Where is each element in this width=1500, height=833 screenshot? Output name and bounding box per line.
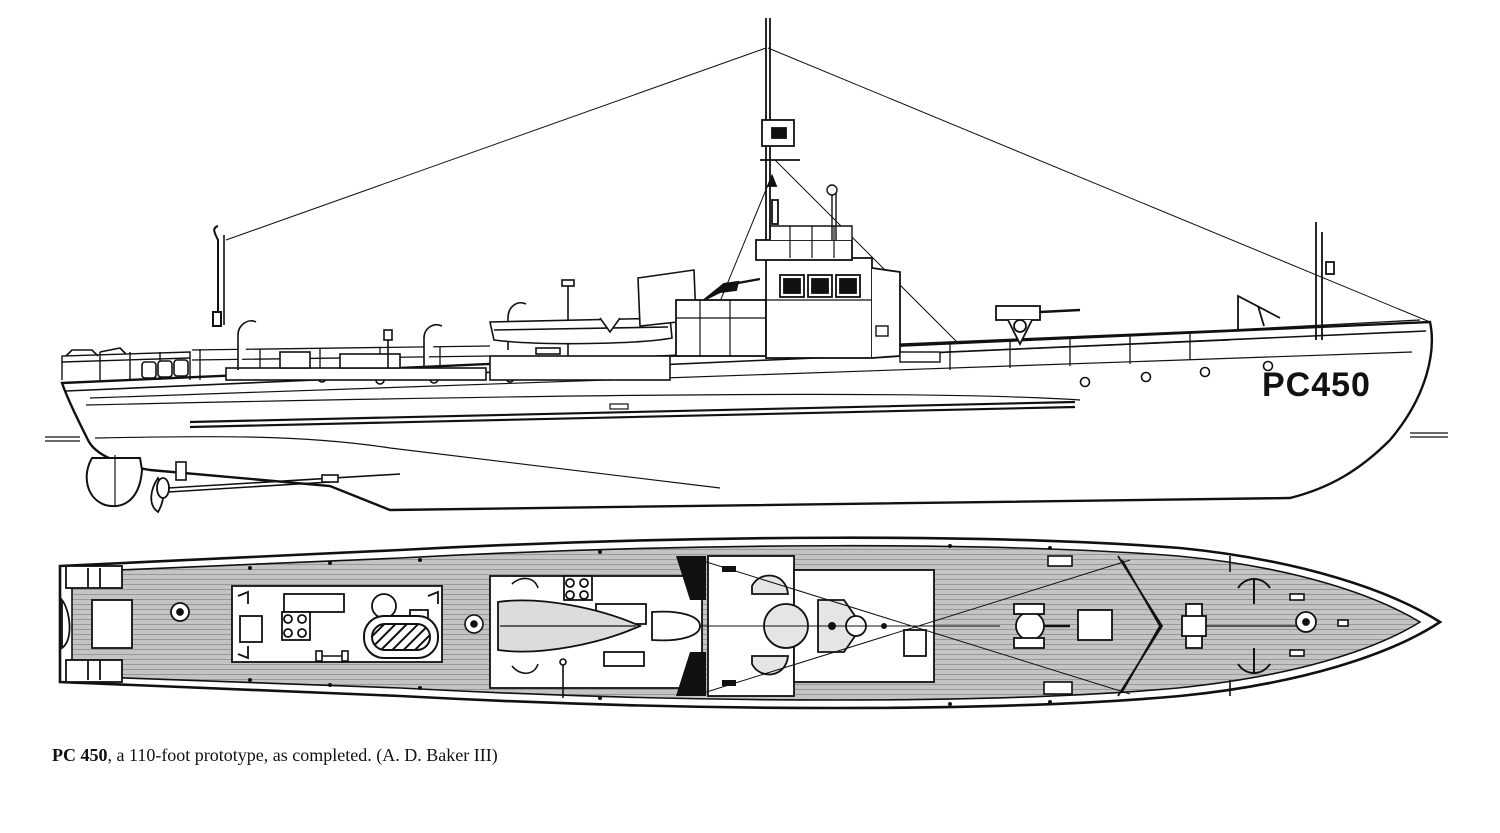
mast xyxy=(760,18,800,240)
propeller-shaft xyxy=(167,461,401,493)
signal-mast xyxy=(826,184,838,240)
forward-gun xyxy=(995,305,1081,347)
bridge-gun xyxy=(703,277,761,301)
hatches xyxy=(1043,555,1073,695)
rudder xyxy=(85,457,144,508)
stern-cleat xyxy=(65,347,127,357)
forward-fittings xyxy=(875,325,941,363)
anchor-davit xyxy=(1237,294,1281,330)
deck-edge xyxy=(85,393,1081,406)
forward-deck-rail xyxy=(899,319,1421,370)
anchors xyxy=(1237,578,1271,674)
bow-cleats xyxy=(1289,593,1349,657)
aft-davit xyxy=(212,225,225,327)
boot-topping xyxy=(89,351,1413,399)
forward-gun-plan xyxy=(1013,603,1113,649)
figure-caption: PC 450, a 110-foot prototype, as complet… xyxy=(52,745,498,766)
life-floats xyxy=(141,359,189,379)
bridge-superstructure xyxy=(675,225,901,359)
caption-lead: PC 450 xyxy=(52,745,108,765)
jack-staff xyxy=(1315,222,1335,340)
caption-text: , a 110-foot prototype, as completed. (A… xyxy=(107,745,498,765)
ships-boat xyxy=(489,317,673,355)
chine-line xyxy=(94,435,721,489)
profile-view: PC450 xyxy=(45,18,1448,514)
ships-boat-plan xyxy=(497,599,701,653)
breakwater xyxy=(1117,555,1164,697)
bollard xyxy=(315,614,484,662)
rigging-stays xyxy=(225,47,1431,361)
aft-deckhouse xyxy=(225,320,487,381)
bridge-fittings xyxy=(722,566,887,686)
bridge-stays xyxy=(699,559,1131,695)
engine-hatch xyxy=(363,615,439,659)
rub-strake xyxy=(189,400,1076,429)
deck-stanchions xyxy=(248,544,1052,706)
propeller xyxy=(150,476,170,514)
hull-fitting xyxy=(609,403,629,410)
boat-vents xyxy=(511,577,539,675)
windlass xyxy=(1181,603,1317,649)
hull-number: PC450 xyxy=(1262,366,1371,404)
plan-view xyxy=(58,536,1443,710)
stern-platform xyxy=(61,565,190,683)
waterline xyxy=(45,432,1448,442)
depth-charge-racks xyxy=(676,556,706,696)
deck-posts xyxy=(559,556,1231,698)
